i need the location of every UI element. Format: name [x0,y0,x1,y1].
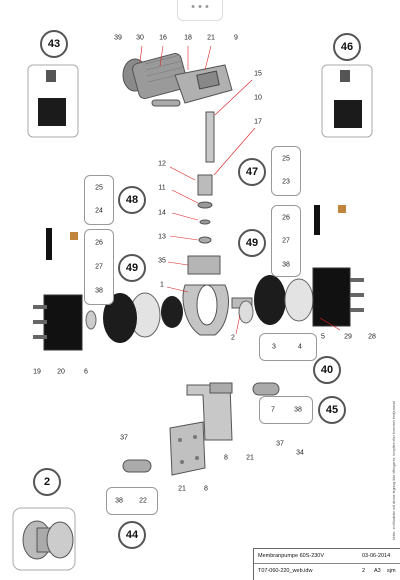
part-label: 34 [296,449,304,457]
callout-40: 40 [313,356,341,384]
author: sjm [387,568,396,574]
connecting-rod [197,111,215,244]
group-item: 27 [95,263,103,271]
detail-2-panel [12,507,76,571]
drawing-file: T07-060-220_web.idw [258,568,313,574]
part-label: 8 [224,454,228,462]
detail-46-panel [321,64,373,138]
part-label: 28 [368,333,376,341]
part-label: 10 [254,94,262,102]
group-item: 25 [282,155,290,163]
paper-size: A3 [374,568,381,574]
callout-45: 45 [318,396,346,424]
group-item: 4 [298,343,302,351]
callout-2: 2 [33,468,61,496]
callout-49-left: 49 [118,254,146,282]
part-label: 39 [114,34,122,42]
part-label: 14 [158,209,166,217]
group-45: 7 38 [259,396,313,424]
group-49-left: 26 27 38 [84,229,114,305]
left-diaphragm-stack [33,228,183,351]
group-item: 27 [282,237,290,245]
part-label: 20 [57,368,65,376]
drawing-title: Membranpumpe 60S-230V [258,553,325,559]
group-48: 25 24 [84,175,114,225]
group-item: 24 [95,207,103,215]
part-label: 37 [120,434,128,442]
part-label: 6 [84,368,88,376]
part-label: 19 [33,368,41,376]
dots-icon: • • • [191,1,209,13]
group-item: 26 [95,239,103,247]
part-label: 15 [254,70,262,78]
window-handle[interactable]: • • • [177,0,223,21]
leader-lines [139,45,341,335]
callout-49-right: 49 [238,229,266,257]
part-label: 30 [136,34,144,42]
part-label: 21 [207,34,215,42]
part-label: 16 [159,34,167,42]
group-item: 38 [95,287,103,295]
part-label: 21 [246,454,254,462]
callout-48: 48 [118,186,146,214]
group-item: 26 [282,214,290,222]
group-item: 23 [282,178,290,186]
part-label: 37 [276,440,284,448]
part-label: 13 [158,233,166,241]
group-49-right: 26 27 38 [271,205,301,277]
group-item: 22 [139,497,147,505]
callout-43: 43 [40,30,68,58]
part-label: 1 [160,281,164,289]
part-label: 11 [158,184,166,192]
part-label: 2 [231,334,235,342]
part-label: 29 [344,333,352,341]
part-label: 35 [158,257,166,265]
right-diaphragm-stack [238,205,364,327]
group-item: 38 [115,497,123,505]
copyright-note: Unter- en tilladelse må denne tegning ik… [392,401,396,540]
part-label: 5 [321,333,325,341]
part-label: 18 [184,34,192,42]
group-item: 38 [282,261,290,269]
part-label: 8 [204,485,208,493]
motor [122,52,233,107]
part-label: 21 [178,485,186,493]
drawing-date: 03-06-2014 [362,553,391,559]
detail-43-panel [27,64,79,138]
callout-44: 44 [118,521,146,549]
group-item: 38 [294,406,302,414]
callout-46: 46 [333,33,361,61]
pump-body [182,255,253,336]
group-item: 7 [271,406,275,414]
callout-47: 47 [238,158,266,186]
part-label: 12 [158,160,166,168]
group-item: 25 [95,184,103,192]
group-47: 25 23 [271,146,301,196]
part-label: 9 [234,34,238,42]
sheet-number: 2 [362,568,366,574]
group-item: 3 [272,343,276,351]
mounting-bracket [122,382,280,476]
title-block: Membranpumpe 60S-230V 03-06-2014 T07-060… [253,548,400,580]
group-44: 38 22 [106,487,158,515]
part-label: 17 [254,118,262,126]
group-40: 3 4 [259,333,317,361]
